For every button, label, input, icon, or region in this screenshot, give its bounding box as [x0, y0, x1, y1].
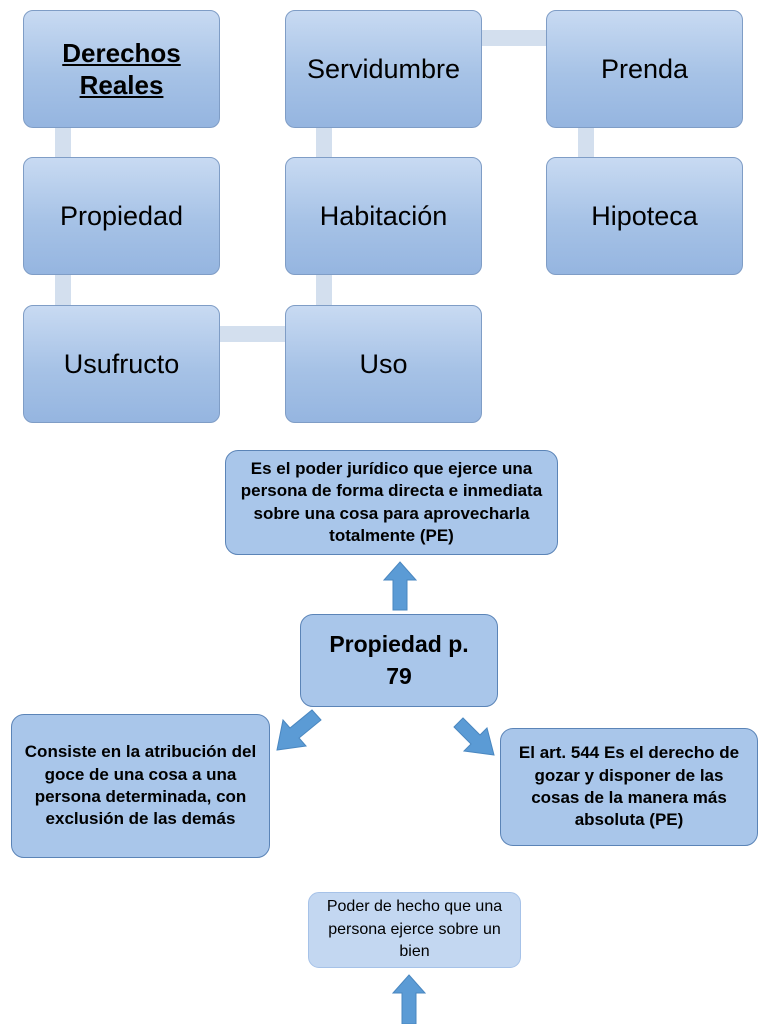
top-definition-text: Es el poder jurídico que ejerce una pers… — [240, 458, 543, 545]
right-definition-text: El art. 544 Es el derecho de gozar y dis… — [518, 743, 740, 830]
connector-habitacion-servidumbre — [316, 126, 332, 158]
node-label: Propiedad — [59, 200, 184, 231]
node-hipoteca: Hipoteca — [546, 157, 743, 275]
posesion-definition-box: Poder de hecho que una persona ejerce so… — [308, 892, 521, 968]
node-label: Usufructo — [63, 348, 180, 379]
arrow-up-icon — [383, 561, 417, 611]
node-prenda: Prenda — [546, 10, 743, 128]
arrow-down-left-icon — [272, 708, 324, 754]
left-definition-box: Consiste en la atribución del goce de un… — [11, 714, 270, 858]
title-line-1: Derechos — [62, 37, 181, 68]
center-propiedad-box: Propiedad p. 79 — [300, 614, 498, 707]
center-line-2: 79 — [386, 662, 412, 689]
connector-propiedad-usufructo — [55, 274, 71, 306]
node-label: Servidumbre — [306, 53, 461, 84]
node-usufructo: Usufructo — [23, 305, 220, 423]
connector-usufructo-uso — [218, 326, 286, 342]
connector-title-propiedad — [55, 126, 71, 158]
node-uso: Uso — [285, 305, 482, 423]
node-label: Uso — [359, 348, 408, 379]
node-servidumbre: Servidumbre — [285, 10, 482, 128]
node-derechos-reales: Derechos Reales — [23, 10, 220, 128]
connector-uso-habitacion — [316, 274, 332, 306]
top-definition-box: Es el poder jurídico que ejerce una pers… — [225, 450, 558, 555]
node-label: Habitación — [319, 200, 448, 231]
connector-servidumbre-prenda — [480, 30, 548, 46]
arrow-down-right-icon — [452, 713, 498, 759]
left-definition-text: Consiste en la atribución del goce de un… — [24, 742, 257, 829]
node-label: Prenda — [600, 53, 689, 84]
center-line-1: Propiedad p. — [329, 631, 469, 658]
posesion-definition-text: Poder de hecho que una persona ejerce so… — [326, 898, 503, 961]
node-label: Hipoteca — [591, 200, 698, 231]
title-line-2: Reales — [79, 70, 164, 100]
connector-prenda-hipoteca — [578, 126, 594, 158]
node-propiedad: Propiedad — [23, 157, 220, 275]
right-definition-box: El art. 544 Es el derecho de gozar y dis… — [500, 728, 758, 846]
node-habitacion: Habitación — [285, 157, 482, 275]
arrow-up-icon — [392, 974, 426, 1024]
